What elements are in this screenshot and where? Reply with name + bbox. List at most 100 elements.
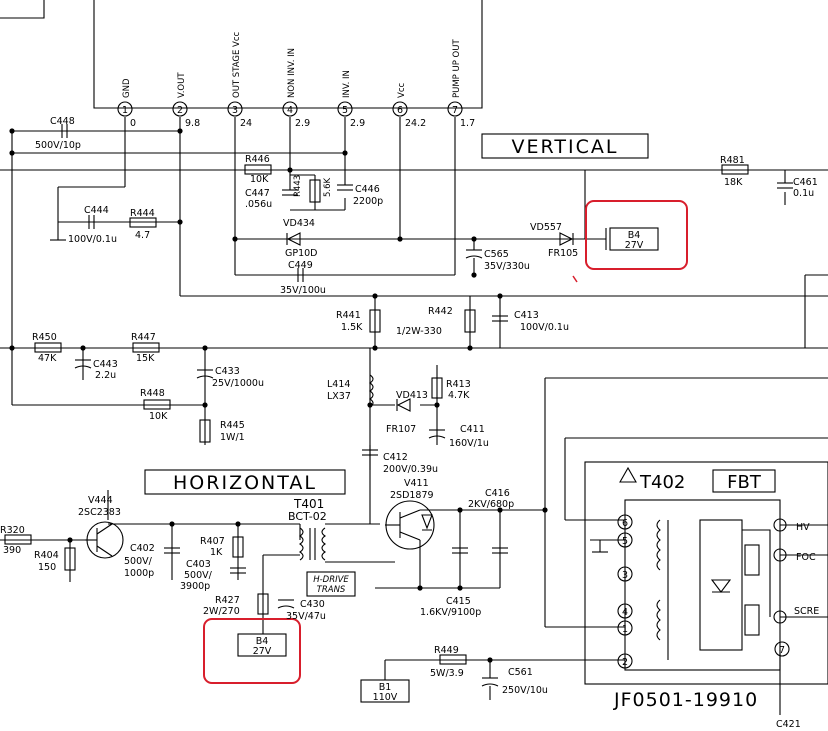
ic-pin-voltage: 2.9: [350, 118, 365, 129]
junction-dot: [497, 293, 503, 299]
label-r450-value: 47K: [38, 353, 57, 364]
label-t401-value: BCT-02: [288, 510, 327, 523]
label-c413-ref: C413: [514, 310, 539, 321]
label-r407-value: 1K: [210, 547, 223, 558]
ic-pin-voltage: 24: [240, 118, 252, 129]
label-r427-value: 2W/270: [203, 606, 240, 617]
label-r404-ref: R404: [34, 550, 59, 561]
label-c447-value: .056u: [245, 199, 272, 210]
ic-package: [0, 0, 483, 109]
ic-pin-number: 2: [177, 105, 183, 116]
label-r481-value: 18K: [724, 177, 743, 188]
label-r447-value: 15K: [136, 353, 155, 364]
fbt-out-hv: HV: [796, 522, 810, 533]
fbt-pin-5: [617, 532, 633, 548]
label-r446-value: 10K: [250, 174, 269, 185]
label-r448-ref: R448: [140, 388, 165, 399]
label-r444-ref: R444: [130, 208, 155, 219]
label-r450-ref: R450: [32, 332, 57, 343]
junction-dot: [9, 345, 15, 351]
junction-dot: [202, 402, 208, 408]
label-t401-ref: T401: [293, 497, 324, 511]
junction-dot: [397, 236, 403, 242]
ic-pin-voltage: 24.2: [405, 118, 426, 129]
junction-dot: [497, 507, 503, 513]
label-r449-value: 5W/3.9: [430, 668, 464, 679]
label-r413-value: 4.7K: [448, 390, 470, 401]
label-c403-value2: 3900p: [180, 581, 210, 592]
label-c402-ref: C402: [130, 543, 155, 554]
junction-dot: [9, 128, 15, 134]
label-vd434-ref: VD434: [283, 218, 315, 229]
label-c461-ref: C461: [793, 177, 818, 188]
ic-pin-6: [392, 101, 408, 117]
label-l414-value: LX37: [327, 391, 351, 402]
ic-pin-name: PUMP UP OUT: [452, 39, 462, 98]
label-r446-ref: R446: [245, 154, 270, 165]
ic-pin-number: 6: [397, 105, 403, 116]
ic-pin-name: Vcc: [397, 83, 407, 98]
label-c448-value: 500V/10p: [35, 140, 81, 151]
fbt-pin-7: 7: [779, 645, 785, 656]
label-r413-ref: R413: [446, 379, 471, 390]
label-r443-value: 5.6K: [323, 177, 333, 197]
label-c565-value: 35V/330u: [484, 261, 530, 272]
junction-dot: [80, 345, 86, 351]
ic-pin-7: [447, 101, 463, 117]
label-r407-ref: R407: [200, 536, 225, 547]
label-c461-value: 0.1u: [793, 188, 814, 199]
label-c561-value: 250V/10u: [502, 685, 548, 696]
fbt-title-prefix: T402: [639, 472, 685, 493]
label-c446-ref: C446: [355, 184, 380, 195]
junction-dot: [232, 236, 238, 242]
supply-b1: B1 110V: [360, 679, 410, 703]
ic-pin-number: 4: [287, 105, 293, 116]
supply-b4-top: B4 27V: [605, 227, 659, 251]
junction-dot: [471, 236, 477, 242]
label-r449-ref: R449: [434, 645, 459, 656]
label-r444-value: 4.7: [135, 230, 150, 241]
fbt-out-focus: FOC: [796, 552, 816, 563]
label-c444-value: 100V/0.1u: [68, 234, 117, 245]
b1-value: 110V: [373, 692, 398, 703]
fbt-pin-number: 3: [622, 570, 628, 581]
label-vd434-value: GP10D: [285, 248, 318, 259]
fbt-pin-number: 4: [622, 607, 628, 618]
label-v411-ref: V411: [404, 478, 429, 489]
label-vd413-value: FR107: [386, 424, 416, 435]
hdrive-line2: TRANS: [317, 585, 346, 595]
label-v444-value: 2SC2383: [78, 507, 121, 518]
ic-pin-voltage: 0: [130, 118, 136, 129]
junction-dot: [471, 272, 477, 278]
fbt-pin-4: [617, 603, 633, 619]
label-r447-ref: R447: [131, 332, 156, 343]
label-r320-ref: R320: [0, 525, 25, 536]
junction-dot: [235, 521, 241, 527]
label-r404-value: 150: [38, 562, 56, 573]
b4-bottom-value: 27V: [253, 646, 272, 657]
label-vd413-ref: VD413: [396, 390, 428, 401]
ic-pin-voltage: 9.8: [185, 118, 200, 129]
ic-pin-name: INV. IN: [342, 70, 352, 98]
junction-dot: [457, 585, 463, 591]
label-c449-ref: C449: [288, 260, 313, 271]
fbt-title-box: FBT: [727, 472, 762, 493]
highlight-box-b4-bottom: [203, 618, 301, 684]
component-labels: C448 500V/10p R446 10K C447 .056u R443 5…: [0, 116, 818, 730]
fbt-pin-6: [617, 514, 633, 530]
junction-dot: [372, 345, 378, 351]
b1-label: B1: [379, 682, 392, 693]
b4-bottom-label: B4: [256, 636, 269, 647]
horizontal-wiring: [0, 348, 828, 715]
horizontal-components: [4, 374, 508, 700]
label-r442-ref: R442: [428, 306, 453, 317]
fbt-pin-3: [617, 566, 633, 582]
junction-dot: [177, 219, 183, 225]
label-r481-ref: R481: [720, 155, 745, 166]
fbt-labels: T402 FBT JF0501-19910 HV FOC SCRE 7: [613, 466, 819, 711]
label-r320-value: 390: [3, 545, 21, 556]
junction-dot: [67, 537, 73, 543]
vertical-components: [34, 124, 793, 443]
